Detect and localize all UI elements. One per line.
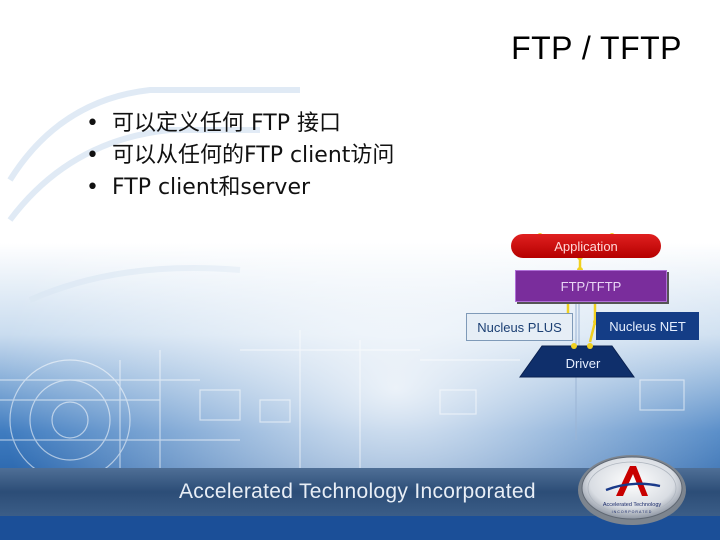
- nucleus-plus-box: Nucleus PLUS: [466, 313, 573, 341]
- driver-label: Driver: [565, 356, 601, 371]
- logo-text-line-1: Accelerated Technology: [603, 502, 662, 508]
- company-logo: Accelerated Technology INCORPORATED: [578, 455, 686, 525]
- bullet-item: 可以定义任何 FTP 接口: [86, 108, 446, 140]
- nucleus-net-box: Nucleus NET: [596, 312, 699, 340]
- logo-a-icon: [616, 466, 648, 496]
- bullet-item: FTP client和server: [86, 172, 446, 204]
- logo-text-line-2: INCORPORATED: [612, 510, 653, 514]
- application-box: Application: [511, 234, 661, 258]
- company-name: Accelerated Technology Incorporated: [179, 480, 536, 503]
- bullet-list: 可以定义任何 FTP 接口 可以从任何的FTP client访问 FTP cli…: [86, 108, 446, 204]
- ftp-tftp-box: FTP/TFTP: [515, 270, 667, 302]
- slide-title: FTP / TFTP: [511, 30, 682, 66]
- bullet-item: 可以从任何的FTP client访问: [86, 140, 446, 172]
